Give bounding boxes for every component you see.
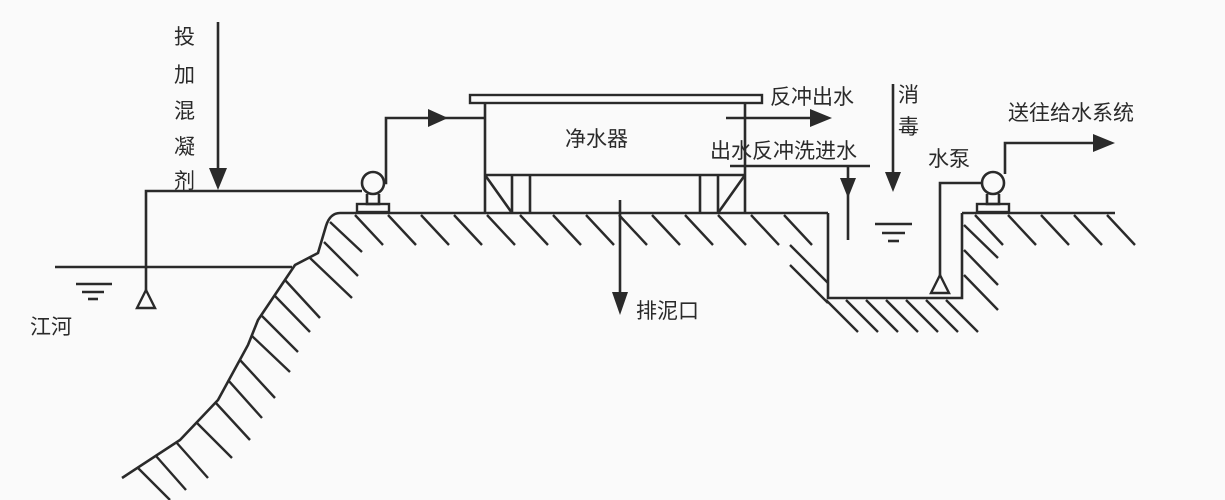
- river-label: 江河: [30, 315, 72, 339]
- ground-hatch-line: [717, 214, 747, 246]
- purifier-tank: [468, 93, 764, 214]
- ground-hatch-line: [651, 214, 681, 246]
- ground-hatch-line: [1106, 214, 1136, 246]
- ground-hatch-line: [1007, 214, 1037, 246]
- ground-hatch-line: [453, 214, 483, 246]
- ground-hatch-line: [552, 214, 582, 246]
- ground-hatch-line: [1073, 214, 1103, 246]
- backwash-out-label: 反冲出水: [770, 85, 854, 109]
- disinfect-arrow: [885, 84, 901, 192]
- backwash-outlet-arrow: [726, 109, 832, 127]
- coagulant-label-1: 投: [174, 25, 195, 49]
- clear-water-pit: [789, 213, 999, 333]
- riverbank-slope: [121, 211, 363, 500]
- disinfect-label-2: 毒: [898, 115, 919, 139]
- suction-pipe: [929, 181, 982, 295]
- coagulant-label-2: 加: [174, 63, 195, 87]
- ground-hatch-line: [1040, 214, 1070, 246]
- supply-pipe-arrow: [1003, 134, 1115, 174]
- outlet-backwash-in-label: 出水反冲洗进水: [710, 139, 857, 163]
- ground-hatch-line: [354, 214, 384, 246]
- ground-hatch-line: [519, 214, 549, 246]
- purifier-label: 净水器: [565, 127, 628, 151]
- pump-label: 水泵: [928, 147, 970, 171]
- pump-to-purifier-pipe: [384, 109, 485, 185]
- ground-hatch-line: [974, 214, 1004, 246]
- to-supply-label: 送往给水系统: [1008, 101, 1134, 125]
- river-water-level: [55, 265, 292, 301]
- outlet-backwash-pipe: [730, 164, 870, 240]
- supply-pump-icon: [975, 170, 1011, 214]
- disinfect-label-1: 消: [898, 83, 919, 107]
- sludge-outlet-label: 排泥口: [636, 299, 699, 323]
- coagulant-label-5: 剂: [174, 169, 195, 193]
- ground-hatch-line: [618, 214, 648, 246]
- ground-hatch-line: [783, 214, 813, 246]
- coagulant-label-3: 混: [174, 99, 195, 123]
- intake-pipe: [135, 189, 362, 310]
- ground-line: [340, 211, 1136, 246]
- ground-hatch-line: [585, 214, 615, 246]
- sludge-outlet-arrow: [612, 200, 628, 315]
- ground-hatch-line: [420, 214, 450, 246]
- ground-hatch-line: [387, 214, 417, 246]
- ground-hatch-line: [684, 214, 714, 246]
- coagulant-label-4: 凝: [174, 135, 195, 159]
- coagulant-arrow: [209, 22, 227, 190]
- ground-hatch-line: [486, 214, 516, 246]
- ground-hatch-line: [750, 214, 780, 246]
